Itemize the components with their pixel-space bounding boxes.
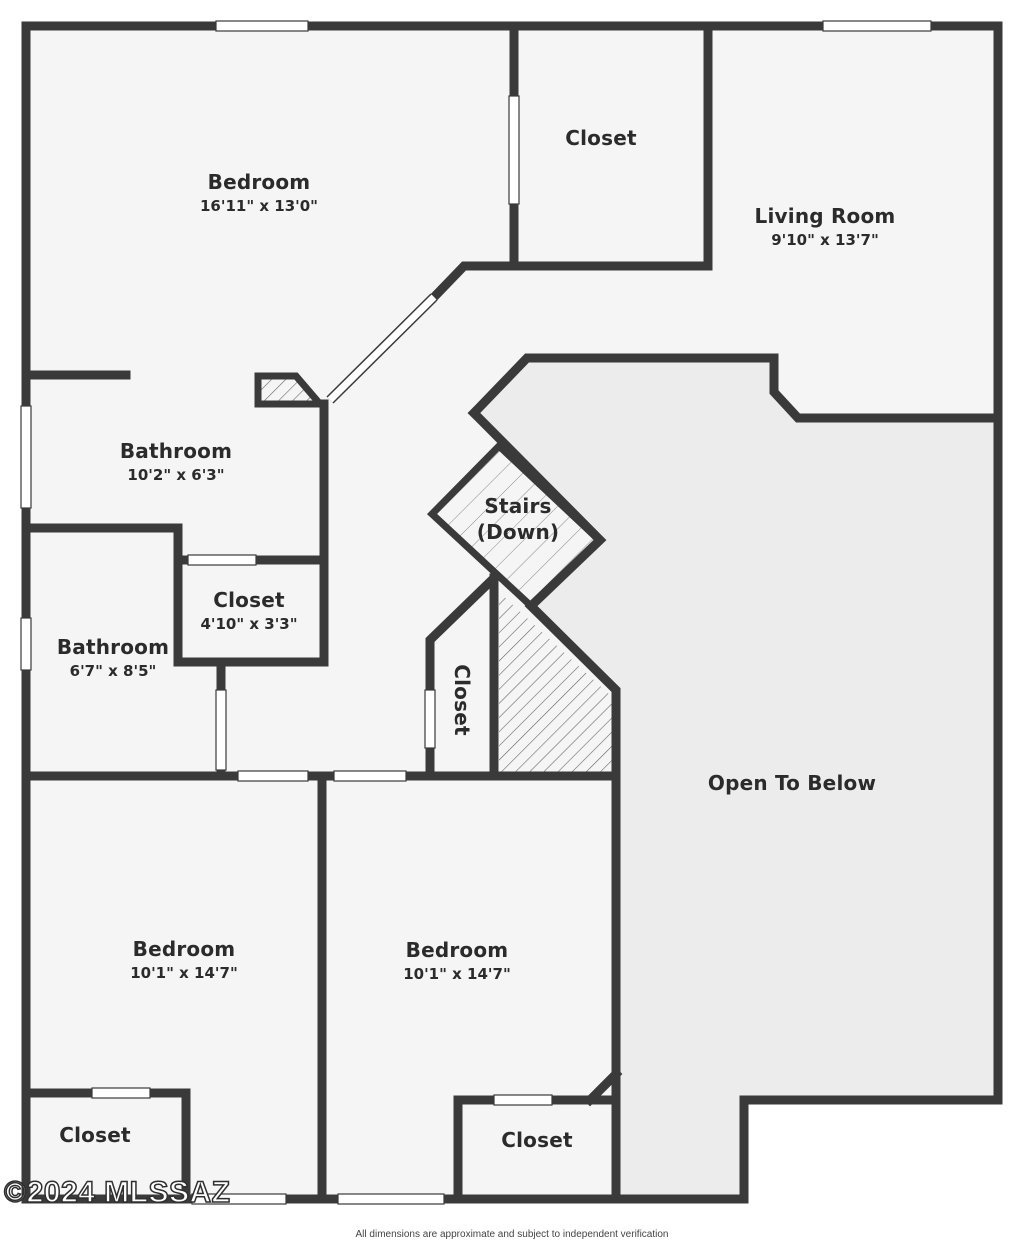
room-dimensions: 10'1" x 14'7": [130, 964, 238, 982]
door-bath2: [215, 689, 227, 771]
room-name: Closet: [565, 126, 637, 150]
door-closet-vert: [424, 689, 436, 749]
room-name: Bedroom: [207, 170, 311, 194]
room-name: Stairs: [484, 494, 552, 518]
room-living-room: Living Room 9'10" x 13'7": [755, 203, 896, 251]
room-closet-sw: Closet: [59, 1122, 131, 1148]
room-dimensions: 6'7" x 8'5": [69, 662, 157, 680]
room-closet-vertical: Closet: [449, 664, 475, 736]
room-bedroom-s: Bedroom 10'1" x 14'7": [403, 937, 511, 985]
room-name: Open To Below: [707, 771, 877, 795]
door-bedroom-s: [333, 770, 407, 782]
room-name: Living Room: [754, 204, 896, 228]
open-to-below-area: [474, 358, 998, 1199]
door-closet-sw: [91, 1087, 151, 1099]
window-bottom-left: [191, 1193, 287, 1205]
room-name: Bedroom: [132, 937, 236, 961]
copyright-watermark: ©2024 MLSSAZ: [3, 1175, 231, 1210]
room-stairs: Stairs (Down): [477, 493, 560, 545]
room-name: Closet: [501, 1128, 573, 1152]
door-closet-mid: [187, 554, 257, 566]
room-dimensions: 10'1" x 14'7": [403, 965, 511, 983]
window-bottom-mid: [337, 1193, 445, 1205]
room-name: Bathroom: [119, 439, 233, 463]
room-name: Closet: [450, 664, 474, 736]
disclaimer-text: All dimensions are approximate and subje…: [355, 1229, 669, 1240]
room-bathroom-1: Bathroom 10'2" x 6'3": [120, 438, 232, 486]
room-dimensions: 9'10" x 13'7": [771, 231, 879, 249]
room-closet-top: Closet: [565, 125, 637, 151]
hatched-chase: [499, 592, 612, 772]
door-bedroom-sw: [237, 770, 309, 782]
room-dimensions: 10'2" x 6'3": [127, 466, 225, 484]
room-name: Closet: [59, 1123, 131, 1147]
openings: [20, 20, 932, 1205]
door-closet-s: [493, 1094, 553, 1106]
room-closet-mid: Closet 4'10" x 3'3": [200, 587, 297, 635]
window-bathroom-2: [20, 617, 32, 671]
window-top-right: [822, 20, 932, 32]
room-name: Bathroom: [56, 635, 170, 659]
window-bathroom: [20, 405, 32, 509]
room-bedroom-sw: Bedroom 10'1" x 14'7": [130, 936, 238, 984]
room-bathroom-2: Bathroom 6'7" x 8'5": [57, 634, 169, 682]
room-open-to-below: Open To Below: [708, 770, 876, 796]
room-dimensions: 4'10" x 3'3": [200, 615, 298, 633]
room-name: Bedroom: [405, 938, 509, 962]
door-bedroom-closet: [508, 95, 520, 205]
room-name-2: (Down): [476, 520, 560, 544]
room-bedroom-main: Bedroom 16'11" x 13'0": [200, 169, 318, 217]
room-name: Closet: [213, 588, 285, 612]
walls: [21, 21, 1003, 1204]
room-closet-s: Closet: [501, 1127, 573, 1153]
window-top-left: [215, 20, 309, 32]
room-dimensions: 16'11" x 13'0": [200, 197, 318, 215]
